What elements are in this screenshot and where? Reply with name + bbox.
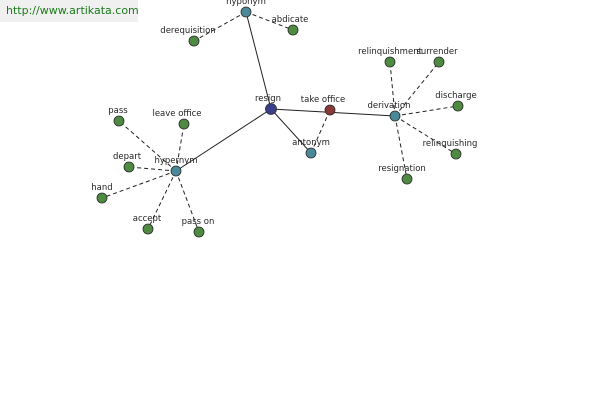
node-relinquishment[interactable] — [384, 56, 396, 68]
node-pass-on[interactable] — [193, 226, 205, 238]
node-label-leave-office[interactable]: leave office — [152, 109, 201, 119]
node-label-derequisition[interactable]: derequisition — [160, 26, 215, 36]
edge-hypernym-leave-office — [175, 123, 185, 172]
node-label-abdicate[interactable]: abdicate — [272, 15, 309, 25]
edge-hyponym-derequisition — [193, 11, 247, 42]
edge-hyponym-abdicate — [245, 11, 294, 31]
node-label-depart[interactable]: depart — [113, 152, 142, 162]
node-resign[interactable] — [265, 103, 277, 115]
labels-layer: resign hyponym hypernym antonym derivation ta… — [91, 0, 477, 227]
node-label-take-office[interactable]: take office — [301, 95, 345, 105]
node-label-hand[interactable]: hand — [91, 183, 112, 193]
node-label-relinquishment[interactable]: relinquishment — [358, 47, 423, 57]
nodes-layer — [96, 6, 464, 238]
edge-resign-antonym — [270, 108, 312, 154]
node-derequisition[interactable] — [188, 35, 200, 47]
node-accept[interactable] — [142, 223, 154, 235]
edge-derivation-resignation — [394, 115, 408, 180]
edge-antonym-take-office — [310, 109, 331, 154]
node-label-accept[interactable]: accept — [133, 214, 162, 224]
node-label-discharge[interactable]: discharge — [435, 91, 476, 101]
node-label-pass-on[interactable]: pass on — [182, 217, 215, 227]
node-label-resignation[interactable]: resignation — [378, 164, 426, 174]
site-watermark[interactable]: http://www.artikata.com — [0, 0, 139, 22]
edge-hypernym-pass-on — [175, 170, 200, 233]
node-label-resign[interactable]: resign — [255, 94, 281, 104]
node-depart[interactable] — [123, 161, 135, 173]
node-resignation[interactable] — [401, 173, 413, 185]
edges-layer — [101, 11, 459, 233]
edge-hypernym-accept — [147, 170, 177, 230]
node-label-relinquishing[interactable]: relinquishing — [423, 139, 478, 149]
node-label-surrender[interactable]: surrender — [416, 47, 458, 57]
node-surrender[interactable] — [433, 56, 445, 68]
edge-resign-hyponym — [245, 11, 272, 110]
node-derivation[interactable] — [389, 110, 401, 122]
edge-hypernym-hand — [101, 170, 177, 199]
edge-derivation-relinquishment — [389, 61, 396, 117]
node-leave-office[interactable] — [178, 118, 190, 130]
edge-derivation-surrender — [394, 61, 440, 117]
node-antonym[interactable] — [305, 147, 317, 159]
node-label-hypernym[interactable]: hypernym — [154, 156, 197, 166]
node-label-pass[interactable]: pass — [108, 106, 128, 116]
node-hypernym[interactable] — [170, 165, 182, 177]
edge-hypernym-depart — [128, 166, 177, 172]
node-take-office[interactable] — [324, 104, 336, 116]
edge-resign-hypernym — [175, 108, 272, 172]
node-hand[interactable] — [96, 192, 108, 204]
node-hyponym[interactable] — [240, 6, 252, 18]
edge-derivation-relinquishing — [394, 115, 457, 155]
node-discharge[interactable] — [452, 100, 464, 112]
node-abdicate[interactable] — [287, 24, 299, 36]
edge-derivation-discharge — [394, 105, 459, 117]
node-label-derivation[interactable]: derivation — [367, 101, 410, 111]
edge-hypernym-pass — [118, 120, 177, 172]
node-label-hyponym[interactable]: hyponym — [226, 0, 266, 7]
node-label-antonym[interactable]: antonym — [292, 138, 330, 148]
node-relinquishing[interactable] — [450, 148, 462, 160]
node-pass[interactable] — [113, 115, 125, 127]
